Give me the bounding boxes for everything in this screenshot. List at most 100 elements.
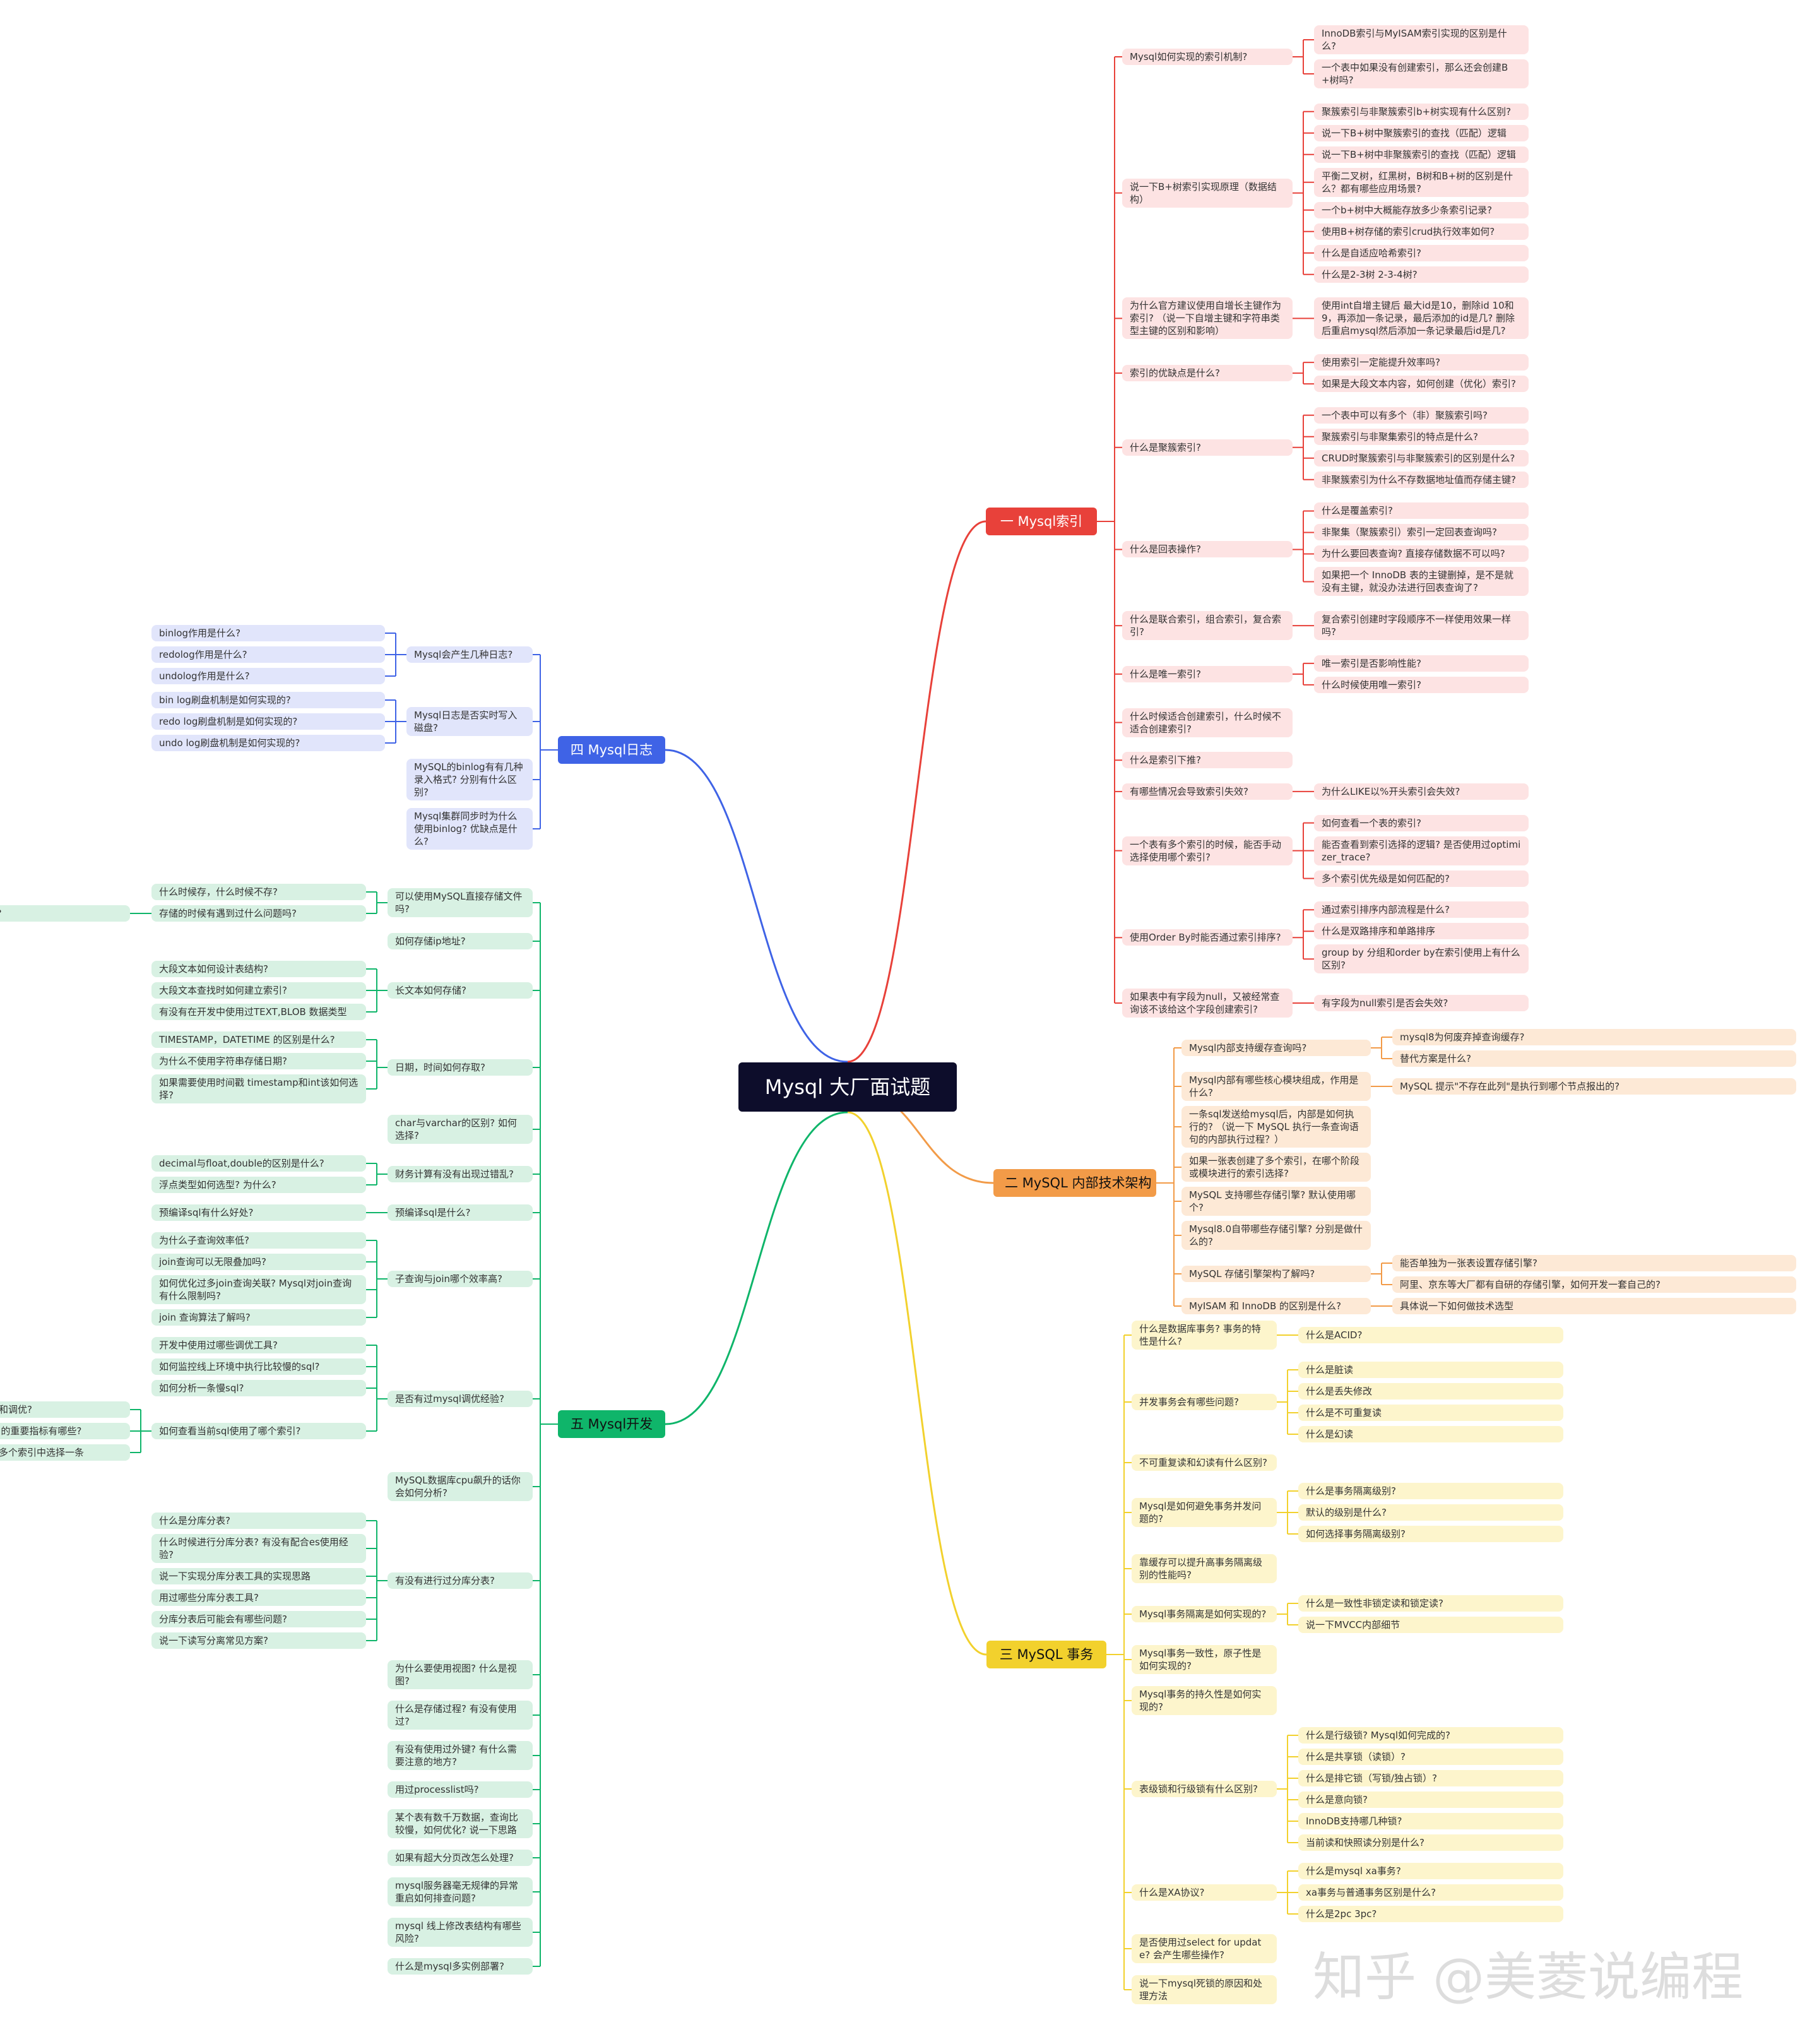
branch-5-node-d1[interactable]: 如果有超大分页改怎么处理?: [388, 1850, 533, 1866]
branch-1-node-d2[interactable]: 一个b+树中大概能存放多少条索引记录?: [1314, 201, 1529, 218]
branch-2-node-d2[interactable]: mysql8为何废弃掉查询缓存?: [1392, 1029, 1796, 1045]
branch-1-node-d2[interactable]: 什么是自适应哈希索引?: [1314, 244, 1529, 261]
branch-1-node-d1[interactable]: 什么时候适合创建索引，什么时候不适合创建索引?: [1122, 708, 1293, 737]
branch-1-node-d2[interactable]: 一个表中如果没有创建索引，那么还会创建B+树吗?: [1314, 59, 1529, 88]
branch-1-node-d2[interactable]: 使用int自增主键后 最大id是10，删除id 10和9，再添加一条记录，最后添…: [1314, 297, 1529, 340]
branch-5-node-d2[interactable]: 存储的时候有遇到过什么问题吗?: [151, 905, 366, 922]
branch-3-node-d1[interactable]: 什么是XA协议?: [1132, 1884, 1277, 1901]
branch-5-node-d1[interactable]: 为什么要使用视图? 什么是视图?: [388, 1660, 533, 1689]
branch-3-node-d1[interactable]: 表级锁和行级锁有什么区别?: [1132, 1781, 1277, 1797]
branch-5-node-d1[interactable]: 子查询与join哪个效率高?: [388, 1271, 533, 1287]
branch-1-node-d2[interactable]: 多个索引优先级是如何匹配的?: [1314, 870, 1529, 887]
branch-5-node-d3[interactable]: Emoji乱码怎么办?: [0, 905, 130, 922]
branch-1-node-d1[interactable]: 为什么官方建议使用自增长主键作为索引? （说一下自增主键和字符串类型主键的区别和…: [1122, 297, 1293, 340]
branch-2-node-d2[interactable]: 阿里、京东等大厂都有自研的存储引擎，如何开发一套自己的?: [1392, 1276, 1796, 1293]
branch-5-node-d2[interactable]: 说一下读写分离常见方案?: [151, 1632, 366, 1649]
branch-5-node-d2[interactable]: 预编译sql有什么好处?: [151, 1204, 366, 1221]
branch-1-title[interactable]: 一 Mysql索引: [986, 508, 1097, 535]
branch-3-node-d1[interactable]: Mysql事务的持久性是如何实现的?: [1132, 1686, 1277, 1715]
branch-3-node-d1[interactable]: 什么是数据库事务? 事务的特性是什么?: [1132, 1321, 1277, 1350]
branch-1-node-d1[interactable]: 什么是回表操作?: [1122, 541, 1293, 558]
branch-5-title[interactable]: 五 Mysql开发: [558, 1410, 665, 1438]
root-node[interactable]: Mysql 大厂面试题: [738, 1062, 957, 1112]
branch-4-node-d2[interactable]: bin log刷盘机制是如何实现的?: [151, 692, 385, 708]
branch-5-node-d3[interactable]: 索引如何进行分析和调优?: [0, 1401, 130, 1418]
branch-2-node-d1[interactable]: Mysql内部有哪些核心模块组成，作用是什么?: [1181, 1072, 1371, 1101]
branch-1-node-d1[interactable]: 什么是聚簇索引?: [1122, 439, 1293, 456]
branch-5-node-d2[interactable]: 如果需要使用时间戳 timestamp和int该如何选择?: [151, 1074, 366, 1103]
branch-2-node-d1[interactable]: 如果一张表创建了多个索引，在哪个阶段或模块进行的索引选择?: [1181, 1153, 1371, 1182]
branch-1-node-d1[interactable]: 什么是联合索引，组合索引，复合索引?: [1122, 611, 1293, 641]
branch-2-node-d2[interactable]: 能否单独为一张表设置存储引擎?: [1392, 1255, 1796, 1271]
branch-5-node-d2[interactable]: 分库分表后可能会有哪些问题?: [151, 1611, 366, 1627]
branch-4-title[interactable]: 四 Mysql日志: [558, 736, 665, 764]
branch-3-title[interactable]: 三 MySQL 事务: [986, 1641, 1106, 1668]
branch-1-node-d2[interactable]: 为什么LIKE以%开头索引会失效?: [1314, 783, 1529, 800]
branch-1-node-d2[interactable]: 说一下B+树中非聚簇索引的查找（匹配）逻辑: [1314, 146, 1529, 163]
branch-1-node-d1[interactable]: 索引的优缺点是什么?: [1122, 365, 1293, 382]
branch-5-node-d1[interactable]: 什么是存储过程? 有没有使用过?: [388, 1701, 533, 1730]
branch-5-node-d2[interactable]: 大段文本查找时如何建立索引?: [151, 982, 366, 999]
branch-2-node-d2[interactable]: MySQL 提示"不存在此列"是执行到哪个节点报出的?: [1392, 1078, 1796, 1095]
branch-5-node-d2[interactable]: 什么是分库分表?: [151, 1512, 366, 1529]
branch-3-node-d1[interactable]: Mysql事务一致性，原子性是如何实现的?: [1132, 1645, 1277, 1674]
branch-4-node-d2[interactable]: redo log刷盘机制是如何实现的?: [151, 713, 385, 730]
branch-1-node-d2[interactable]: CRUD时聚簇索引与非聚簇索引的区别是什么?: [1314, 449, 1529, 466]
branch-1-node-d2[interactable]: 什么是覆盖索引?: [1314, 502, 1529, 520]
branch-3-node-d2[interactable]: 什么是ACID?: [1298, 1327, 1563, 1343]
branch-3-node-d2[interactable]: 什么是行级锁? Mysql如何完成的?: [1298, 1727, 1563, 1744]
branch-1-node-d2[interactable]: InnoDB索引与MyISAM索引实现的区别是什么?: [1314, 25, 1529, 54]
branch-3-node-d2[interactable]: 什么是丢失修改: [1298, 1383, 1563, 1399]
branch-1-node-d2[interactable]: 什么是2-3树 2-3-4树?: [1314, 266, 1529, 283]
branch-3-node-d2[interactable]: 什么是不可重复读: [1298, 1405, 1563, 1421]
branch-5-node-d2[interactable]: 用过哪些分库分表工具?: [151, 1589, 366, 1606]
branch-1-node-d2[interactable]: 使用索引一定能提升效率吗?: [1314, 354, 1529, 371]
branch-1-node-d1[interactable]: 什么是索引下推?: [1122, 752, 1293, 769]
branch-1-node-d1[interactable]: 一个表有多个索引的时候，能否手动选择使用哪个索引?: [1122, 836, 1293, 865]
branch-2-node-d1[interactable]: MyISAM 和 InnoDB 的区别是什么?: [1181, 1298, 1371, 1314]
branch-5-node-d2[interactable]: 如何监控线上环境中执行比较慢的sql?: [151, 1358, 366, 1375]
branch-1-node-d2[interactable]: 如何查看一个表的索引?: [1314, 814, 1529, 831]
branch-5-node-d1[interactable]: 有没有进行过分库分表?: [388, 1572, 533, 1589]
branch-1-node-d2[interactable]: 说一下B+树中聚簇索引的查找（匹配）逻辑: [1314, 124, 1529, 141]
branch-5-node-d1[interactable]: 财务计算有没有出现过错乱?: [388, 1166, 533, 1182]
branch-5-node-d2[interactable]: TIMESTAMP，DATETIME 的区别是什么?: [151, 1031, 366, 1048]
branch-5-node-d1[interactable]: 可以使用MySQL直接存储文件吗?: [388, 888, 533, 917]
branch-1-node-d2[interactable]: 非聚簇索引为什么不存数据地址值而存储主键?: [1314, 471, 1529, 488]
branch-5-node-d2[interactable]: join查询可以无限叠加吗?: [151, 1254, 366, 1270]
branch-3-node-d2[interactable]: 什么是一致性非锁定读和锁定读?: [1298, 1595, 1563, 1612]
branch-5-node-d2[interactable]: 大段文本如何设计表结构?: [151, 961, 366, 977]
branch-5-node-d2[interactable]: 什么时候进行分库分表? 有没有配合es使用经验?: [151, 1534, 366, 1563]
branch-5-node-d1[interactable]: MySQL数据库cpu飙升的话你会如何分析?: [388, 1472, 533, 1501]
branch-5-node-d3[interactable]: 优化器为什么会在多个索引中选择一条: [0, 1444, 130, 1461]
branch-4-node-d1[interactable]: MySQL的binlog有有几种录入格式? 分别有什么区别?: [406, 759, 533, 800]
branch-5-node-d1[interactable]: char与varchar的区别? 如何选择?: [388, 1115, 533, 1144]
branch-5-node-d3[interactable]: EXPLAIN关键字中的重要指标有哪些?: [0, 1423, 130, 1439]
branch-5-node-d1[interactable]: 长文本如何存储?: [388, 982, 533, 999]
branch-1-node-d2[interactable]: 什么是双路排序和单路排序: [1314, 923, 1529, 940]
branch-2-node-d2[interactable]: 替代方案是什么?: [1392, 1050, 1796, 1067]
branch-1-node-d2[interactable]: 唯一索引是否影响性能?: [1314, 655, 1529, 672]
branch-5-node-d2[interactable]: 有没有在开发中使用过TEXT,BLOB 数据类型: [151, 1004, 366, 1020]
branch-5-node-d1[interactable]: 日期，时间如何存取?: [388, 1059, 533, 1076]
branch-3-node-d2[interactable]: InnoDB支持哪几种锁?: [1298, 1813, 1563, 1829]
branch-3-node-d2[interactable]: 什么是事务隔离级别?: [1298, 1483, 1563, 1499]
branch-3-node-d1[interactable]: 靠缓存可以提升高事务隔离级别的性能吗?: [1132, 1554, 1277, 1583]
branch-5-node-d2[interactable]: 说一下实现分库分表工具的实现思路: [151, 1568, 366, 1584]
branch-5-node-d2[interactable]: 什么时候存，什么时候不存?: [151, 884, 366, 900]
branch-4-node-d2[interactable]: undolog作用是什么?: [151, 668, 385, 684]
branch-1-node-d2[interactable]: 聚簇索引与非聚集索引的特点是什么?: [1314, 428, 1529, 445]
branch-3-node-d2[interactable]: 什么是排它锁（写锁/独占锁）?: [1298, 1770, 1563, 1786]
branch-5-node-d2[interactable]: join 查询算法了解吗?: [151, 1309, 366, 1326]
branch-1-node-d2[interactable]: 复合索引创建时字段顺序不一样使用效果一样吗?: [1314, 611, 1529, 641]
branch-5-node-d2[interactable]: 浮点类型如何选型? 为什么?: [151, 1177, 366, 1193]
branch-2-node-d1[interactable]: Mysql内部支持缓存查询吗?: [1181, 1040, 1371, 1056]
branch-5-node-d1[interactable]: 有没有使用过外键? 有什么需要注意的地方?: [388, 1741, 533, 1770]
branch-4-node-d2[interactable]: undo log刷盘机制是如何实现的?: [151, 735, 385, 751]
branch-2-node-d2[interactable]: 具体说一下如何做技术选型: [1392, 1298, 1796, 1314]
branch-3-node-d2[interactable]: 什么是脏读: [1298, 1362, 1563, 1378]
branch-5-node-d1[interactable]: 某个表有数千万数据，查询比较慢，如何优化? 说一下思路: [388, 1809, 533, 1838]
branch-5-node-d2[interactable]: decimal与float,double的区别是什么?: [151, 1155, 366, 1172]
branch-3-node-d1[interactable]: 是否使用过select for update? 会产生哪些操作?: [1132, 1934, 1277, 1963]
branch-3-node-d2[interactable]: 什么是幻读: [1298, 1426, 1563, 1442]
